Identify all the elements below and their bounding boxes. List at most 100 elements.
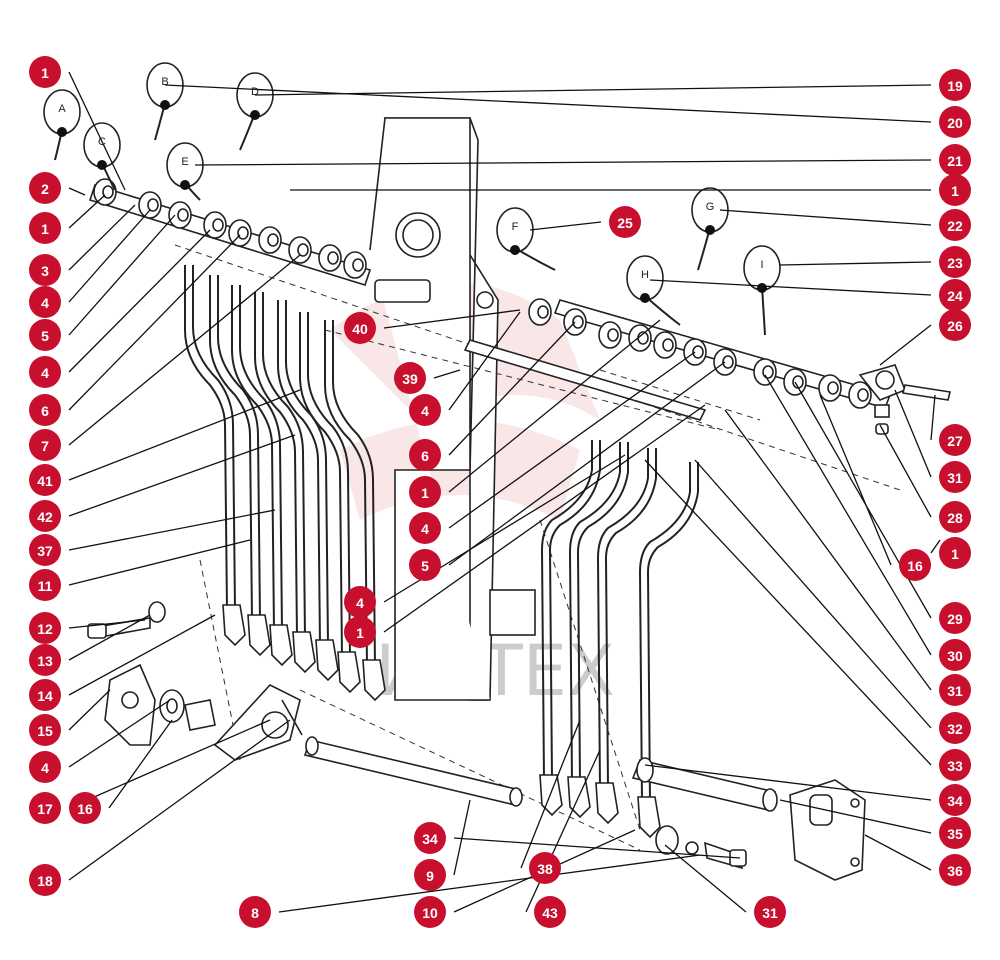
callout-25: 25 <box>609 206 641 238</box>
callout-42: 42 <box>29 500 61 532</box>
leader-line <box>68 689 111 731</box>
leader-line <box>433 369 461 379</box>
leader-line <box>764 374 932 656</box>
control-lever <box>324 320 386 702</box>
callout-number: 4 <box>41 295 49 311</box>
lever-knob: H <box>626 255 681 326</box>
lever-knob: I <box>743 245 781 336</box>
callout-number: 38 <box>537 861 553 877</box>
callout-number: 1 <box>951 546 959 562</box>
callout-number: 1 <box>421 485 429 501</box>
callout-number: 15 <box>37 723 53 739</box>
callout-14: 14 <box>29 679 61 711</box>
callout-1: 1 <box>344 616 376 648</box>
callout-number: 19 <box>947 78 963 94</box>
callout-number: 30 <box>947 648 963 664</box>
leader-line <box>68 71 126 191</box>
callout-7: 7 <box>29 429 61 461</box>
shaft-collar <box>228 219 252 247</box>
shaft-collar <box>343 251 367 279</box>
callout-27: 27 <box>939 424 971 456</box>
leader-line <box>453 837 741 859</box>
callout-number: 27 <box>947 433 963 449</box>
leader-line <box>724 409 932 691</box>
callout-number: 3 <box>41 263 49 279</box>
leader-line <box>819 394 892 566</box>
knob-letter: B <box>161 76 168 88</box>
right-shaft-assembly <box>463 298 892 421</box>
control-lever <box>209 275 271 657</box>
leader-line <box>779 261 932 266</box>
leader-line <box>448 319 661 493</box>
leader-line <box>68 509 276 551</box>
leader-line <box>779 799 932 834</box>
callout-34: 34 <box>939 784 971 816</box>
callout-number: 16 <box>77 801 93 817</box>
callout-number: 4 <box>421 521 429 537</box>
callout-4: 4 <box>29 751 61 783</box>
callout-4: 4 <box>29 286 61 318</box>
leader-line <box>68 434 296 517</box>
leader-line <box>664 844 747 913</box>
callout-number: 28 <box>947 510 963 526</box>
callout-number: 35 <box>947 826 963 842</box>
callout-number: 18 <box>37 873 53 889</box>
shaft-collar <box>598 321 622 349</box>
callout-23: 23 <box>939 246 971 278</box>
leader-line <box>644 764 932 801</box>
shaft-collar <box>318 244 342 272</box>
shaft-collar <box>818 374 842 402</box>
callout-number: 34 <box>422 831 438 847</box>
callout-number: 14 <box>37 688 53 704</box>
callout-number: 1 <box>356 625 364 641</box>
callout-number: 1 <box>951 183 959 199</box>
callout-number: 31 <box>947 470 963 486</box>
leader-line <box>68 539 251 586</box>
callout-31: 31 <box>939 461 971 493</box>
callout-31: 31 <box>939 674 971 706</box>
control-lever <box>231 285 293 667</box>
left-lever-group <box>184 265 386 702</box>
callout-number: 12 <box>37 621 53 637</box>
leader-line <box>68 187 86 196</box>
leader-line <box>879 424 932 518</box>
callout-number: 29 <box>947 611 963 627</box>
lever-knob: G <box>691 187 729 271</box>
leader-line <box>453 799 471 876</box>
shaft-collar <box>288 236 312 264</box>
leader-line <box>68 254 301 446</box>
callout-number: 4 <box>356 595 364 611</box>
callout-number: 7 <box>41 438 49 454</box>
leader-line <box>68 389 301 481</box>
callout-26: 26 <box>939 309 971 341</box>
shaft-collar <box>93 178 117 206</box>
callout-17: 17 <box>29 792 61 824</box>
leader-line <box>68 204 136 271</box>
callout-15: 15 <box>29 714 61 746</box>
callout-number: 32 <box>947 721 963 737</box>
callout-5: 5 <box>29 319 61 351</box>
shaft-collar <box>168 201 192 229</box>
leader-line <box>520 719 581 869</box>
callout-41: 41 <box>29 464 61 496</box>
callout-40: 40 <box>344 312 376 344</box>
callout-number: 17 <box>37 801 53 817</box>
leader-line <box>448 321 576 456</box>
callout-number: 8 <box>251 905 259 921</box>
control-lever <box>299 312 361 694</box>
callout-16: 16 <box>69 792 101 824</box>
knob-letter: H <box>641 269 649 281</box>
lever-knob: E <box>166 142 204 201</box>
callout-number: 9 <box>426 868 434 884</box>
callout-markers: 1213454674142371112131415416171819202112… <box>29 56 971 928</box>
knob-letter: A <box>58 103 66 115</box>
callout-5: 5 <box>409 549 441 581</box>
leader-line <box>164 84 932 123</box>
callout-2: 2 <box>29 172 61 204</box>
leader-line <box>108 719 173 809</box>
leader-line <box>68 229 211 373</box>
callout-number: 43 <box>542 905 558 921</box>
callout-number: 1 <box>41 221 49 237</box>
